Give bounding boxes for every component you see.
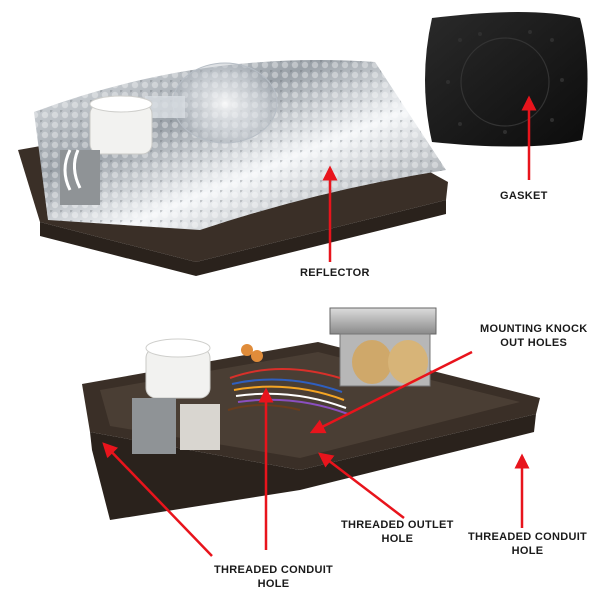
gasket-label: GASKET — [500, 190, 548, 202]
threaded-outlet-hole-label: THREADED OUTLET HOLE — [341, 518, 454, 546]
mounting-knock-line2: OUT HOLES — [500, 337, 568, 349]
threaded-conduit-left-line2: HOLE — [257, 578, 290, 590]
threaded-conduit-hole-left-label: THREADED CONDUIT HOLE — [214, 563, 333, 591]
threaded-conduit-left-line1: THREADED CONDUIT — [214, 564, 334, 576]
threaded-outlet-line2: HOLE — [381, 533, 414, 545]
mounting-knock-out-holes-label: MOUNTING KNOCK OUT HOLES — [480, 322, 587, 350]
top-housing-image — [18, 60, 448, 276]
threaded-conduit-right-line1: THREADED CONDUIT — [468, 531, 588, 543]
threaded-conduit-right-line2: HOLE — [511, 545, 544, 557]
bottom-housing-image — [82, 307, 540, 520]
reflector-label: REFLECTOR — [300, 267, 370, 279]
gasket-image — [425, 12, 588, 147]
threaded-conduit-hole-right-label: THREADED CONDUIT HOLE — [468, 530, 587, 558]
threaded-outlet-line1: THREADED OUTLET — [341, 519, 454, 531]
mounting-knock-line1: MOUNTING KNOCK — [480, 323, 588, 335]
annotation-arrows — [102, 95, 537, 557]
